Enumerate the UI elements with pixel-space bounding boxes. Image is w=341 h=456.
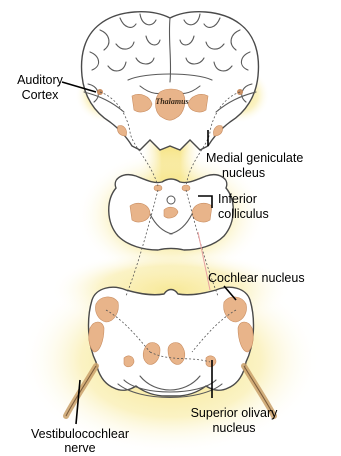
medial-geniculate-label-line1: Medial geniculate [206, 151, 303, 165]
midbrain [109, 175, 234, 250]
brainstem-lower [89, 287, 254, 397]
cerebrum: Thalamus [82, 12, 259, 150]
inferior-colliculus-label-line2: colliculus [218, 207, 269, 221]
cochlear-nucleus-label: Cochlear nucleus [208, 271, 305, 285]
auditory-cortex-label-line1: Auditory [17, 73, 64, 87]
inferior-colliculus-label-line1: Inferior [218, 192, 257, 206]
thalamus-label: Thalamus [155, 97, 188, 106]
medial-geniculate-label-line2: nucleus [222, 166, 265, 180]
auditory-cortex-label-line2: Cortex [22, 88, 60, 102]
vestibulocochlear-label-line2: nerve [64, 441, 95, 455]
superior-olivary-label-line2: nucleus [212, 421, 255, 435]
superior-olivary-label-line1: Superior olivary [191, 406, 279, 420]
vestibulocochlear-label-line1: Vestibulocochlear [31, 427, 129, 441]
